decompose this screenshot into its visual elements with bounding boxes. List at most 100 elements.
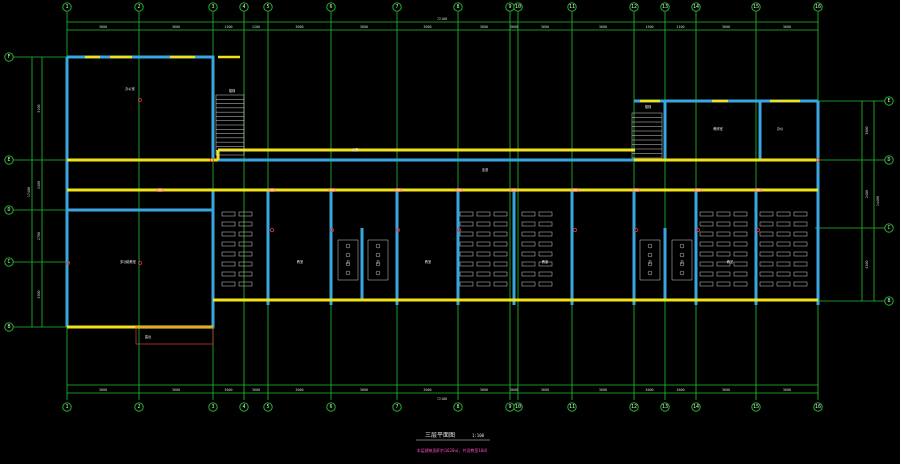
dim-bottom-span-2: 3600 (224, 388, 232, 392)
room-right-desk-2-3 (733, 241, 748, 247)
room-far-right-desk-0-0 (759, 211, 774, 217)
axis-label-col-9-bottom: 9 (508, 404, 511, 410)
wall-segment-0 (67, 55, 215, 160)
axis-label-col-13-top: 13 (662, 4, 668, 10)
marker-5 (634, 228, 638, 232)
axis-bubble-col-2-bottom (134, 402, 144, 412)
room-mid-desk-0-5 (459, 261, 474, 267)
room-far-right-desk-0-2 (759, 231, 774, 237)
room-mid-desk-0-7 (459, 281, 474, 287)
dim-top-span-13: 3600 (722, 25, 730, 29)
axis-bubble-col-5-top (263, 2, 273, 12)
marker-6 (696, 228, 700, 232)
room-mid2-desk-1-0 (538, 211, 553, 217)
axis-label-col-12-bottom: 12 (631, 404, 637, 410)
drawing-subtitle: 本层建筑面积约1620㎡，共设教室10间 (417, 447, 487, 453)
room1-desk-1-6 (238, 271, 253, 277)
room-far-right-desk-2-5 (793, 261, 808, 267)
axis-label-col-6-bottom: 6 (329, 404, 332, 410)
axis-bubbles: 1122334455667788991010111112121313141415… (4, 2, 894, 412)
axis-label-row-E-left: E (7, 157, 10, 163)
room-label-right-office: 办公 (777, 126, 784, 131)
toilet-fixture-2-1 (647, 252, 653, 258)
dim-top-span-9: 3600 (541, 25, 549, 29)
axis-label-col-13-bottom: 13 (662, 404, 668, 410)
axis-label-row-B-right: B (887, 298, 890, 304)
door-mark-3 (455, 188, 463, 192)
dim-bottom-span-13: 3600 (722, 388, 730, 392)
door-mark-9 (156, 188, 164, 192)
toilet-fixture-0-0 (345, 243, 351, 249)
axis-label-col-4-bottom: 4 (242, 404, 245, 410)
room-mid-desk-0-4 (459, 251, 474, 257)
axis-bubble-col-6-bottom (326, 402, 336, 412)
marker-2 (396, 228, 400, 232)
dim-top-total: 72100 (437, 17, 447, 21)
dim-left-span-2: 2700 (37, 232, 41, 240)
room-label-toilet-3: 卫 (648, 260, 652, 264)
room-label-balcony: 露台 (145, 334, 151, 339)
dim-right-span-2: 4200 (865, 260, 869, 268)
dim-top-span-3: 1200 (252, 25, 260, 29)
room-right-desk-1-6 (716, 271, 731, 277)
toilet-block-0 (337, 239, 359, 281)
dim-top-span-11: 1500 (645, 25, 653, 29)
room-label-corridor: 走廊 (352, 147, 359, 152)
axis-label-col-16-top: 16 (815, 4, 821, 10)
axis-label-col-5-bottom: 5 (266, 404, 269, 410)
dim-bottom-span-3: 3600 (252, 388, 260, 392)
axis-bubble-row-C-right (884, 223, 894, 233)
room-right-desk-0-3 (699, 241, 714, 247)
dim-left-span-3: 3300 (37, 290, 41, 298)
axis-bubble-col-14-top (691, 2, 701, 12)
axis-bubble-col-5-bottom (263, 402, 273, 412)
dim-top-span-1: 3600 (172, 25, 180, 29)
room1-desk-0-0 (221, 211, 236, 217)
room-label-corridor-lower: 走道 (482, 167, 489, 172)
dim-left-total: 17400 (27, 187, 31, 197)
axis-label-row-C-right: C (887, 225, 890, 231)
axis-bubble-col-14-bottom (691, 402, 701, 412)
room-label-multipurpose: 多功能教室 (120, 259, 136, 264)
axis-bubble-row-B-right (884, 296, 894, 306)
room-mid-desk-1-5 (476, 261, 491, 267)
axis-bubble-col-11-top (567, 2, 577, 12)
room-mid-desk-0-2 (459, 231, 474, 237)
axis-label-row-F-left: F (7, 54, 10, 60)
room-right-desk-0-1 (699, 221, 714, 227)
marker-9 (138, 98, 142, 102)
room-right-desk-1-5 (716, 261, 731, 267)
axis-bubble-col-16-top (813, 2, 823, 12)
axis-bubble-col-12-bottom (629, 402, 639, 412)
axis-label-col-10-top: 10 (515, 4, 521, 10)
marker-0 (270, 228, 274, 232)
door-mark-8 (754, 188, 762, 192)
axis-label-col-8-top: 8 (456, 4, 459, 10)
room-label-classroom-4: 教室 (727, 259, 733, 264)
room-right-desk-1-4 (716, 251, 731, 257)
marker-8 (138, 261, 142, 265)
room-right-desk-2-7 (733, 281, 748, 287)
room-right-desk-1-7 (716, 281, 731, 287)
axis-bubble-col-8-top (453, 2, 463, 12)
room-far-right-desk-0-1 (759, 221, 774, 227)
room-right-desk-2-4 (733, 251, 748, 257)
room1-desk-1-7 (238, 281, 253, 287)
building-walls (65, 55, 820, 329)
room-label-classroom-3: 教室 (542, 259, 548, 264)
room-label-stair-left: 楼梯 (229, 88, 236, 93)
toilet-block-1 (367, 239, 389, 281)
axis-bubble-col-10-top (513, 2, 523, 12)
room-mid2-desk-1-2 (538, 231, 553, 237)
room1-desk-1-5 (238, 261, 253, 267)
room-far-right-desk-0-5 (759, 261, 774, 267)
marker-10 (66, 261, 70, 265)
dim-top-span-10: 3600 (599, 25, 607, 29)
axis-label-col-9-top: 9 (508, 4, 511, 10)
room-far-right-desk-1-7 (776, 281, 791, 287)
toilet-fixture-2-0 (647, 243, 653, 249)
door-mark-6 (632, 188, 640, 192)
room-far-right-desk-1-1 (776, 221, 791, 227)
dim-top-span-2: 1500 (224, 25, 232, 29)
room-right-desk-0-5 (699, 261, 714, 267)
